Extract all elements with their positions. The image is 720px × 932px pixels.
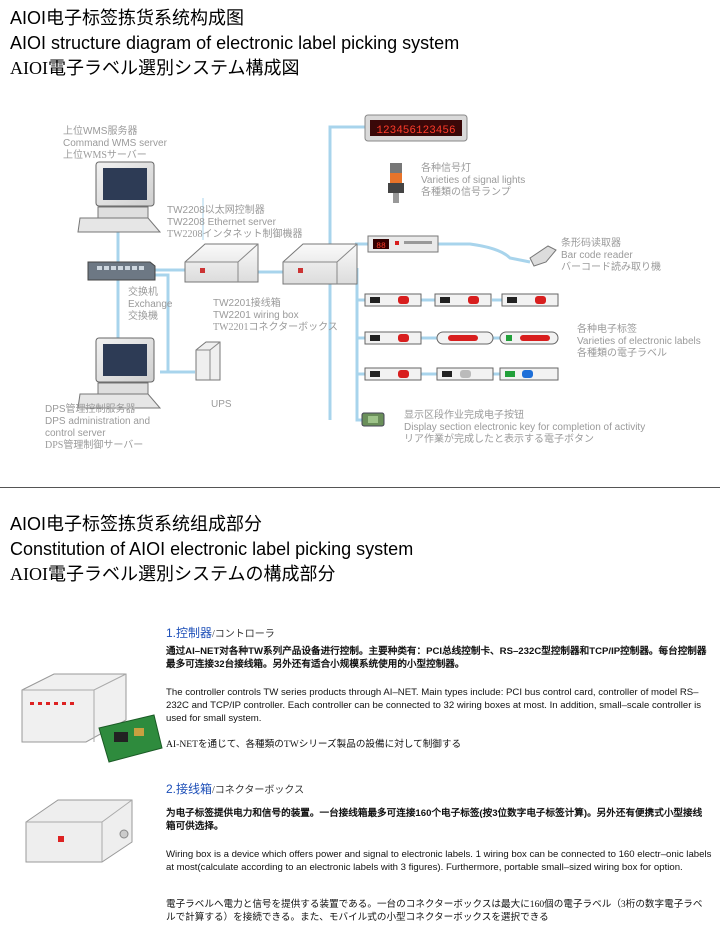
diagram-title-cn: AIOI电子标签拣货系统构成图	[10, 8, 245, 28]
ups-icon	[195, 341, 221, 381]
constitution-title-en: Constitution of AIOI electronic label pi…	[10, 539, 414, 559]
section-divider	[0, 487, 720, 488]
electronic-labels-row-2	[364, 331, 559, 345]
diagram-title-ja: AIOI電子ラベル選別システム構成図	[10, 58, 300, 78]
barcode-reader-icon	[529, 245, 557, 267]
switch-icon	[87, 261, 156, 281]
wiring-box-desc-cn: 为电子标签提供电力和信号的装置。一台接线箱最多可连接160个电子标签(按3位数字…	[166, 808, 703, 832]
small-display-unit: 88	[367, 235, 439, 253]
controller-desc-en: The controller controls TW series produc…	[166, 687, 702, 724]
diagram-title-en: AIOI structure diagram of electronic lab…	[10, 33, 460, 53]
ethernet-controller-icon	[184, 243, 259, 283]
wiring-box-product-image	[25, 799, 133, 863]
signal-light-icon	[388, 163, 404, 203]
electronic-labels-row-3	[364, 367, 559, 381]
constitution-title-cn: AIOI电子标签拣货系统组成部分	[10, 514, 263, 534]
small-display-text: 88	[376, 242, 386, 251]
system-diagram: 123456123456	[77, 114, 559, 427]
wiring-box-desc-en: Wiring box is a device which offers powe…	[166, 849, 712, 873]
wms-computer-icon	[77, 161, 162, 233]
controller-desc-ja: AI-NETを通じて、各種類のTWシリーズ製品の設備に対して制御する	[166, 739, 462, 750]
controller-product-image	[21, 673, 163, 763]
wiring-box-icon	[282, 243, 358, 285]
led-display-text: 123456123456	[376, 125, 455, 137]
dps-computer-icon	[77, 337, 162, 409]
wiring-box-desc-ja: 電子ラベルへ電力と信号を提供する装置である。一台のコネクターボックスは最大に16…	[166, 899, 703, 923]
electronic-labels-row-1	[364, 293, 559, 307]
led-display-unit: 123456123456	[364, 114, 468, 142]
completion-key-icon	[361, 412, 385, 427]
ups-label: UPS	[211, 399, 232, 410]
section-title-wiring-box: 2.接线箱/コネクターボックス	[166, 782, 305, 796]
controller-desc-cn: 通过AI–NET对各种TW系列产品设备进行控制。主要种类有：PCI总线控制卡、R…	[166, 646, 707, 670]
connection-lines	[116, 125, 531, 422]
section-title-controller: 1.控制器/コントローラ	[166, 626, 275, 640]
constitution-title-ja: AIOI電子ラベル選別システムの構成部分	[10, 564, 336, 584]
